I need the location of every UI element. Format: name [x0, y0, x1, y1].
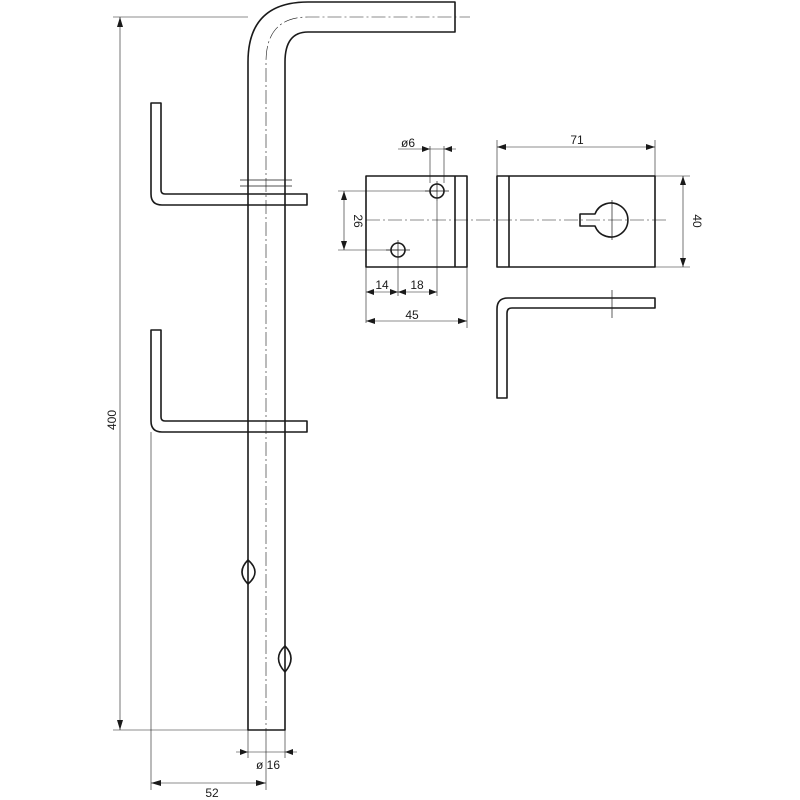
- lower-bracket: [150, 329, 308, 433]
- keeper-side-view: [496, 290, 656, 399]
- dim-bolt-length: 400: [105, 16, 248, 731]
- dim-keeper-height-label: 40: [690, 214, 704, 228]
- lower-bracket-outline: [150, 329, 308, 433]
- dim-hole-spacing-vertical: 26: [338, 190, 437, 251]
- dim-hole-diameter: ø6: [398, 136, 456, 183]
- plate-outline: [365, 175, 468, 268]
- dim-keeper-height: 40: [655, 175, 704, 268]
- dim-bolt-diameter: ø 16: [236, 730, 297, 772]
- bolt-outline: [247, 1, 456, 731]
- bolt-notch-upper: [241, 559, 256, 585]
- bolt-notch-lower: [277, 645, 292, 673]
- dim-keeper-width-label: 71: [570, 133, 584, 147]
- dim-bolt-offset-label: 52: [205, 786, 219, 800]
- keeper-outline: [496, 175, 656, 268]
- keeper-keyhole: [579, 202, 629, 238]
- dim-bolt-offset: 52: [150, 432, 267, 800]
- dim-plate-width-label: 45: [405, 308, 419, 322]
- upper-bracket: [150, 102, 308, 206]
- upper-bracket-outline: [150, 102, 308, 206]
- dim-hole-offset-b-label: 18: [410, 278, 424, 292]
- keeper: [496, 175, 656, 268]
- dim-plate-width: 45: [366, 267, 468, 328]
- keeper-side-outline: [496, 297, 656, 399]
- dim-bolt-length-label: 400: [105, 410, 119, 430]
- dim-hole-offset-a-label: 14: [375, 278, 389, 292]
- dim-hole-spacing-vertical-label: 26: [351, 214, 365, 228]
- bolt-groove: [240, 179, 292, 187]
- bolt-centerline: [265, 16, 470, 742]
- dim-keeper-width: 71: [496, 133, 656, 176]
- mounting-plate: [365, 175, 468, 268]
- dim-hole-diameter-label: ø6: [401, 136, 415, 150]
- dim-bolt-diameter-label: ø 16: [256, 758, 280, 772]
- dim-hole-offsets: 14 18: [365, 201, 438, 323]
- bolt: [240, 1, 470, 742]
